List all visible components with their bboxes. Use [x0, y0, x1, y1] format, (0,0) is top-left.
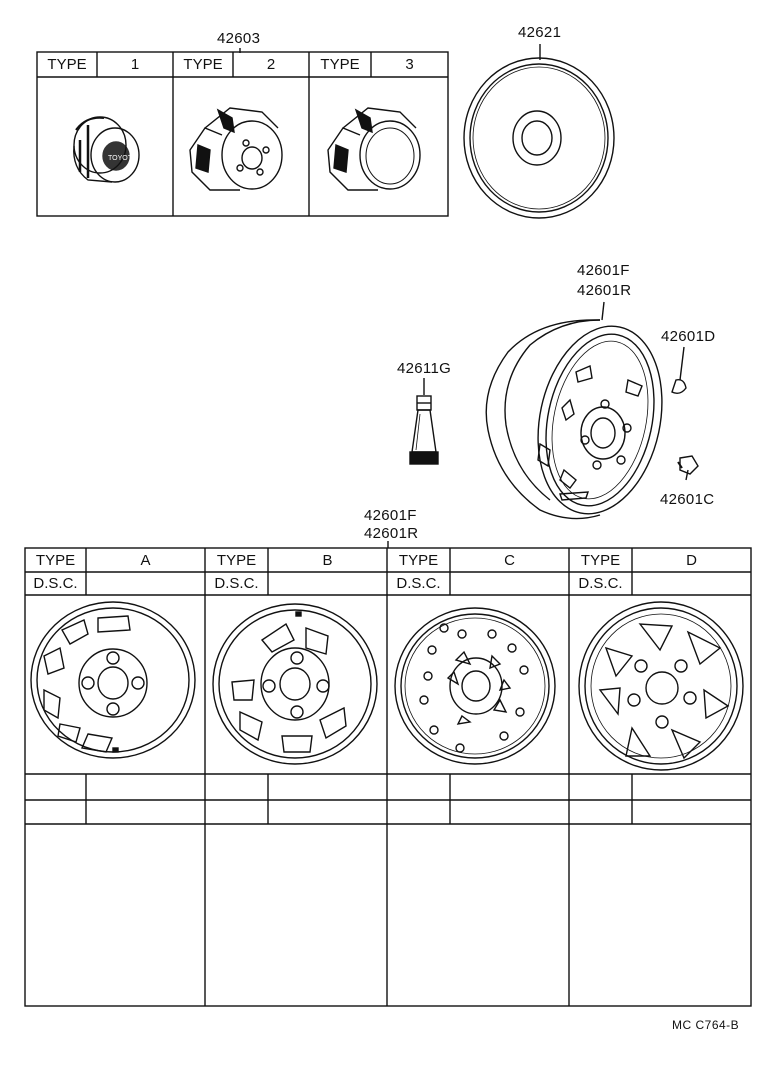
cap-type-label-3: TYPE	[320, 56, 360, 73]
part-number-table-wheel-f: 42601F	[364, 507, 417, 524]
wheel-type-value-b: B	[322, 551, 333, 569]
wheel-type-label-d: TYPE	[580, 551, 621, 569]
cap-type-label-2: TYPE	[183, 56, 223, 73]
part-number-hub-cap: 42603	[217, 30, 261, 47]
cap-type-value-1: 1	[130, 56, 140, 73]
cap-type-value-3: 3	[405, 56, 414, 73]
wheel-type-a	[30, 601, 196, 759]
part-number-disc-wheel-r: 42601R	[577, 282, 632, 299]
hub-cap-type-1: TOYOTA	[73, 116, 140, 183]
wheel-cover	[463, 44, 615, 219]
part-number-weight: 42601D	[661, 328, 716, 345]
wheel-type-b	[212, 603, 378, 765]
hub-cap-table	[36, 48, 449, 217]
wheel-dsc-label-c: D.S.C.	[396, 575, 441, 592]
valve-stem	[409, 378, 439, 465]
wheel-type-value-a: A	[140, 551, 151, 569]
svg-text:TOYOTA: TOYOTA	[108, 155, 136, 162]
cap-type-label-1: TYPE	[47, 56, 87, 73]
wheel-dsc-label-a: D.S.C.	[33, 575, 78, 592]
wheel-dsc-label-d: D.S.C.	[578, 575, 623, 592]
wheel-type-value-d: D	[686, 551, 697, 569]
hub-cap-type-3	[327, 107, 421, 191]
part-number-disc-wheel-f: 42601F	[577, 262, 630, 279]
part-number-valve: 42611G	[397, 360, 452, 377]
part-number-table-wheel-r: 42601R	[364, 525, 419, 542]
diagram-code: MC C764-B	[672, 1018, 740, 1032]
disc-wheel-exploded	[485, 301, 699, 520]
cap-type-value-2: 2	[266, 56, 276, 73]
wheel-type-value-c: C	[504, 551, 515, 569]
hub-cap-type-2	[189, 107, 283, 191]
wheel-type-label-c: TYPE	[398, 551, 439, 569]
wheel-type-c	[394, 607, 556, 765]
part-number-nut: 42601C	[660, 491, 715, 508]
part-number-wheel-cover: 42621	[518, 24, 562, 41]
wheel-dsc-label-b: D.S.C.	[214, 575, 259, 592]
wheel-table	[24, 541, 752, 1007]
wheel-type-label-a: TYPE	[35, 551, 76, 569]
wheel-type-d	[578, 601, 744, 771]
wheel-type-label-b: TYPE	[216, 551, 257, 569]
